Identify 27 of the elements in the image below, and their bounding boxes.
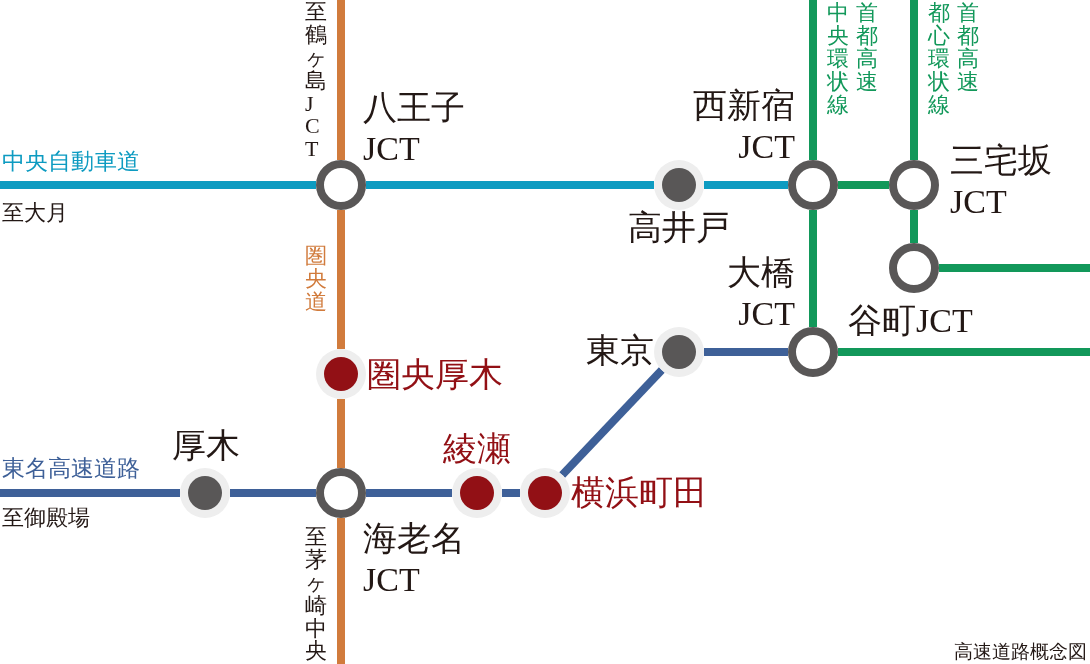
road-line [559,367,665,478]
road-name-label: 東名高速道路 [2,457,140,482]
destination-label: 至大月 [2,201,68,225]
road-name-label: 圏央道 [305,245,330,314]
interchange-name: 圏央厚木 [367,355,503,395]
diagram-caption: 高速道路概念図 [954,642,1087,662]
interchange-name: 綾瀬 [443,429,511,469]
road-line [502,489,520,497]
junction-name: 三宅坂JCT [950,141,1053,222]
destination-label: 至茅ヶ崎中央 [305,526,330,664]
junction-name: 西新宿JCT [692,86,795,167]
road-name-label: 中央環状線 [827,2,852,117]
junction-name: 海老名JCT [363,519,466,600]
destination-label: 至鶴ヶ島JCT [305,1,330,162]
junction-name: 谷町JCT [848,301,973,341]
road-name-label: 都心環状線 [928,2,953,117]
road-name-label: 首都高速 [856,2,881,94]
road-name-label: 首都高速 [957,2,982,94]
destination-label: 至御殿場 [2,506,90,530]
interchange-name: 東京 [586,331,654,371]
interchange-name: 厚木 [172,426,240,466]
road-line [0,489,180,497]
junction-name: 大橋JCT [726,253,795,334]
interchange-name: 高井戸 [628,208,730,248]
road-name-label: 中央自動車道 [2,150,140,175]
junction-name: 八王子JCT [363,88,466,169]
interchange-name: 横浜町田 [571,473,707,513]
